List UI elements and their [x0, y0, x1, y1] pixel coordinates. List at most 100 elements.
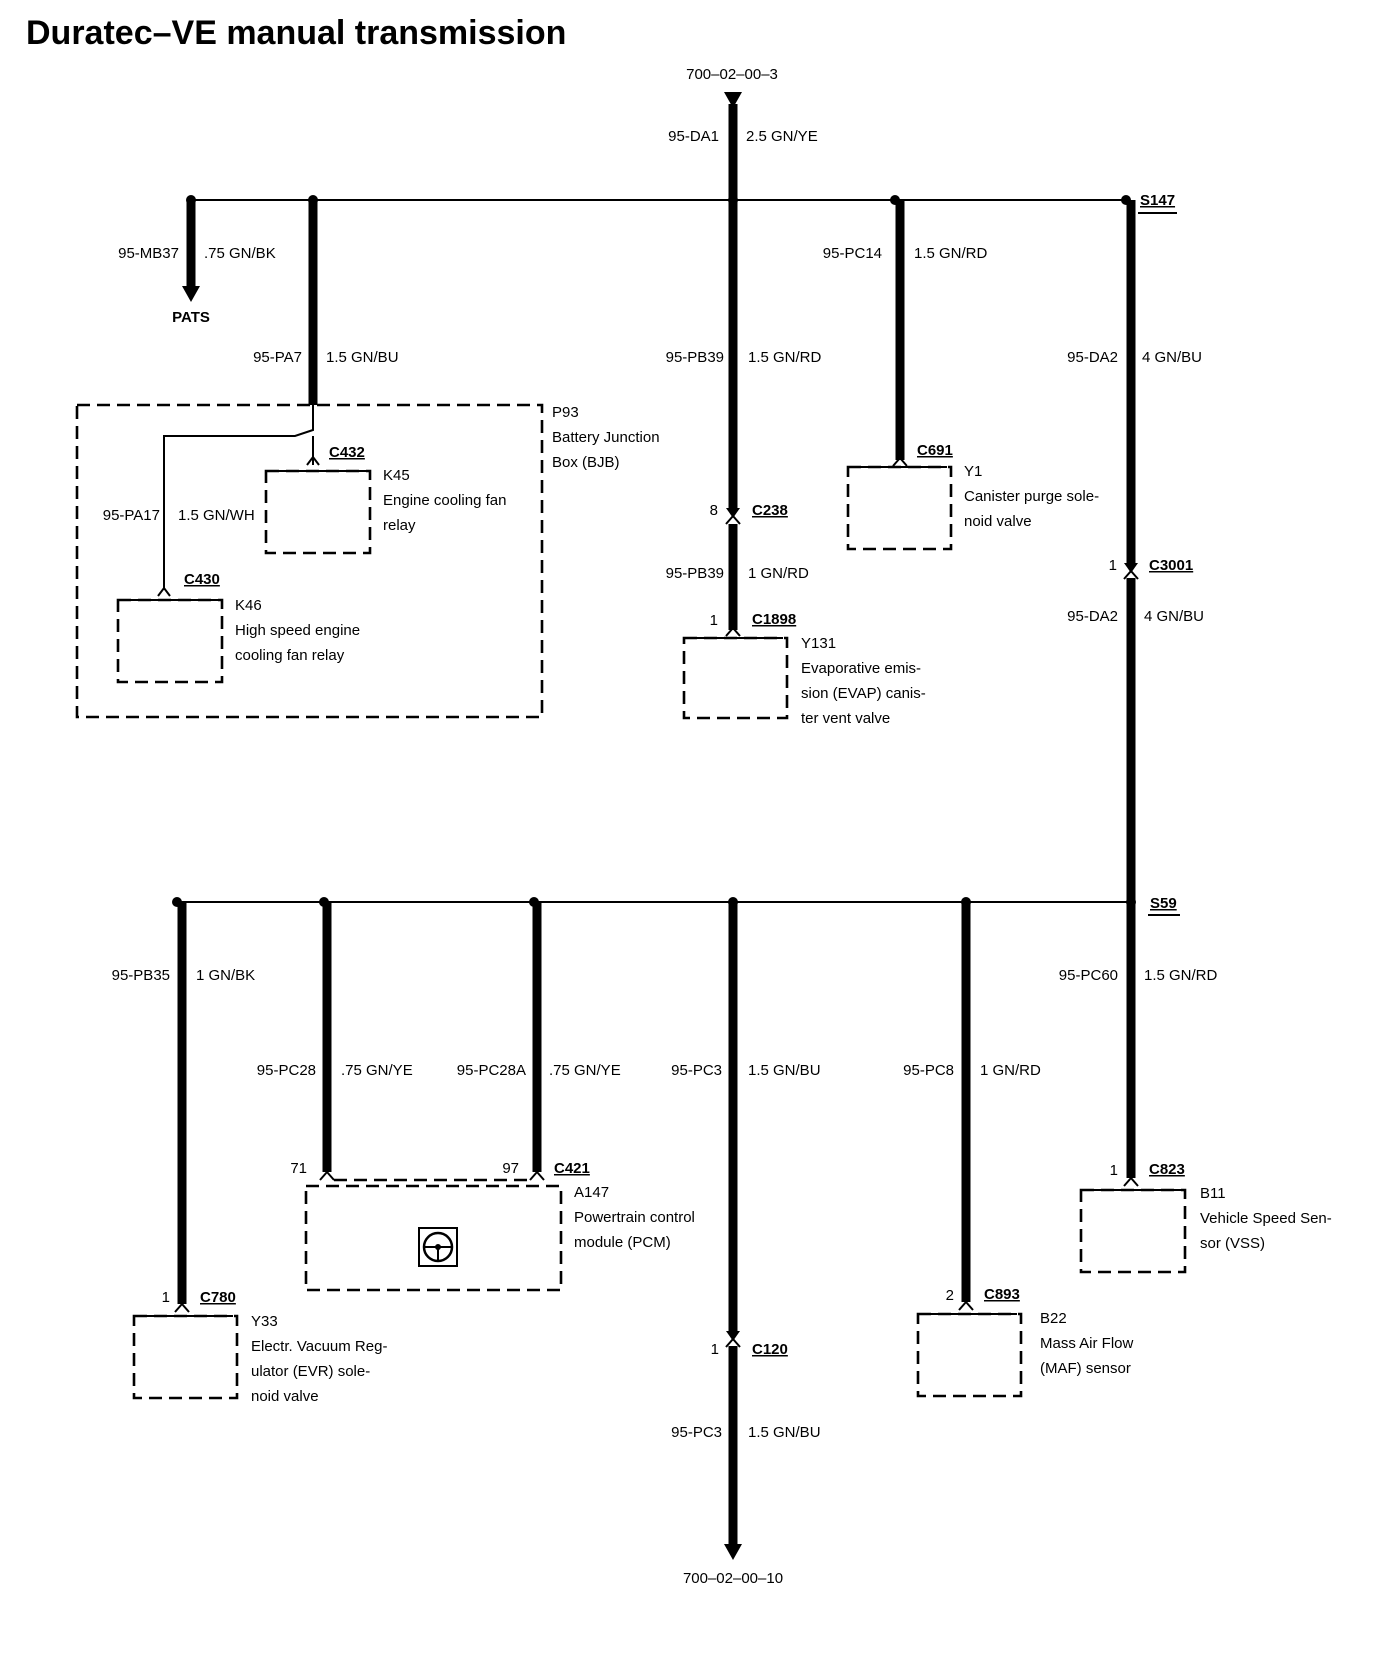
top-feed-arrow — [724, 92, 742, 108]
bottom-feed-arrow — [724, 1544, 742, 1560]
y33-desc-1: Electr. Vacuum Reg- — [251, 1338, 387, 1355]
k45-desc-1: Engine cooling fan — [383, 492, 506, 509]
k46-desc-1: High speed engine — [235, 622, 360, 639]
y33-desc-3: noid valve — [251, 1388, 319, 1405]
wire-95-da2-a-spec: 4 GN/BU — [1142, 349, 1202, 366]
y1-id: Y1 — [964, 463, 982, 480]
page-title: Duratec–VE manual transmission — [26, 14, 566, 52]
connector-c238: C238 — [752, 502, 788, 519]
wire-95-da1-circuit: 95-DA1 — [668, 128, 719, 145]
c1898-pin — [725, 626, 741, 637]
b22-id: B22 — [1040, 1310, 1067, 1327]
wire-95-da2-a-circuit: 95-DA2 — [1067, 349, 1118, 366]
k45-desc-2: relay — [383, 517, 416, 534]
wire-95-pc14-circuit: 95-PC14 — [823, 245, 882, 262]
c421-pin-71-number: 71 — [290, 1160, 307, 1177]
connector-c893: C893 — [984, 1286, 1020, 1303]
c421-pin-97-number: 97 — [502, 1160, 519, 1177]
c3001-pin-male — [1124, 563, 1138, 573]
b11-desc-2: sor (VSS) — [1200, 1235, 1265, 1252]
c120-pin-male — [726, 1331, 740, 1341]
wire-95-mb37-circuit: 95-MB37 — [118, 245, 179, 262]
b22-desc-1: Mass Air Flow — [1040, 1335, 1134, 1352]
wire-95-pc3-b-spec: 1.5 GN/BU — [748, 1424, 821, 1441]
y1-component-box — [846, 465, 953, 551]
ref-bottom: 700–02–00–10 — [683, 1570, 783, 1587]
wire-95-pa17-circuit: 95-PA17 — [103, 507, 160, 524]
c3001-pin-female — [1123, 569, 1139, 580]
y131-id: Y131 — [801, 635, 836, 652]
k45-relay-box — [264, 469, 372, 555]
c238-pin-male — [726, 508, 740, 518]
k46-id: K46 — [235, 597, 262, 614]
c238-pin-female — [725, 514, 741, 525]
connector-c823: C823 — [1149, 1161, 1185, 1178]
a147-pcm-box — [304, 1184, 563, 1292]
wire-95-pc14-spec: 1.5 GN/RD — [914, 245, 988, 262]
connector-c120: C120 — [752, 1341, 788, 1358]
wire-95-pb39-b-circuit: 95-PB39 — [666, 565, 724, 582]
ref-top: 700–02–00–3 — [686, 66, 778, 83]
wire-95-pc28-circuit: 95-PC28 — [257, 1062, 316, 1079]
b11-desc-1: Vehicle Speed Sen- — [1200, 1210, 1332, 1227]
a147-desc-2: module (PCM) — [574, 1234, 671, 1251]
c1898-pin-number: 1 — [710, 612, 718, 629]
c893-pin-number: 2 — [946, 1287, 954, 1304]
a147-id: A147 — [574, 1184, 609, 1201]
wire-95-pc8-spec: 1 GN/RD — [980, 1062, 1041, 1079]
c691-pin — [892, 456, 908, 467]
c120-pin-number: 1 — [711, 1341, 719, 1358]
wire-95-pc3-b-circuit: 95-PC3 — [671, 1424, 722, 1441]
b22-sensor-box — [916, 1312, 1023, 1398]
wire-95-da2-b-circuit: 95-DA2 — [1067, 608, 1118, 625]
wire-95-pc8-circuit: 95-PC8 — [903, 1062, 954, 1079]
connector-c432: C432 — [329, 444, 365, 461]
y131-desc-3: ter vent valve — [801, 710, 890, 727]
wire-95-pb39-a-circuit: 95-PB39 — [666, 349, 724, 366]
wire-95-mb37-spec: .75 GN/BK — [204, 245, 276, 262]
c120-pin-female — [725, 1337, 741, 1348]
a147-desc-1: Powertrain control — [574, 1209, 695, 1226]
y131-desc-1: Evaporative emis- — [801, 660, 921, 677]
p93-id: P93 — [552, 404, 579, 421]
wire-95-pc28a-spec: .75 GN/YE — [549, 1062, 621, 1079]
wire-95-pc3-a-circuit: 95-PC3 — [671, 1062, 722, 1079]
c893-pin — [958, 1300, 974, 1311]
wire-95-pc28-spec: .75 GN/YE — [341, 1062, 413, 1079]
internal-wire-95-pa17 — [163, 405, 314, 590]
steering-wheel-icon — [418, 1227, 458, 1267]
connector-c430: C430 — [184, 571, 220, 588]
splice-s59: S59 — [1150, 895, 1177, 912]
k46-relay-box — [116, 598, 224, 684]
wire-95-pb39-a-spec: 1.5 GN/RD — [748, 349, 822, 366]
wire-95-pb35-circuit: 95-PB35 — [112, 967, 170, 984]
k45-id: K45 — [383, 467, 410, 484]
c780-pin — [174, 1302, 190, 1313]
c421-pin-71 — [319, 1170, 335, 1181]
wire-95-pc3-a-spec: 1.5 GN/BU — [748, 1062, 821, 1079]
y1-desc-2: noid valve — [964, 513, 1032, 530]
c421-pin-97 — [529, 1170, 545, 1181]
connector-c3001: C3001 — [1149, 557, 1193, 574]
connector-c1898: C1898 — [752, 611, 796, 628]
c780-pin-number: 1 — [162, 1289, 170, 1306]
wire-95-da1-spec: 2.5 GN/YE — [746, 128, 818, 145]
b11-id: B11 — [1200, 1185, 1226, 1202]
y131-desc-2: sion (EVAP) canis- — [801, 685, 926, 702]
c823-pin-number: 1 — [1110, 1162, 1118, 1179]
k46-desc-2: cooling fan relay — [235, 647, 345, 664]
p93-battery-junction-box — [75, 403, 544, 719]
wire-95-pb35-spec: 1 GN/BK — [196, 967, 255, 984]
c823-pin — [1123, 1176, 1139, 1187]
wire-95-da2-b-spec: 4 GN/BU — [1144, 608, 1204, 625]
p93-desc-2: Box (BJB) — [552, 454, 620, 471]
pats-arrow — [182, 286, 200, 302]
wire-95-pb39-b-spec: 1 GN/RD — [748, 565, 809, 582]
c430-pin — [157, 586, 171, 597]
wire-95-pa17-spec: 1.5 GN/WH — [178, 507, 255, 524]
b22-desc-2: (MAF) sensor — [1040, 1360, 1131, 1377]
connector-c780: C780 — [200, 1289, 236, 1306]
splice-s147: S147 — [1140, 192, 1175, 209]
wire-95-pc60-spec: 1.5 GN/RD — [1144, 967, 1218, 984]
